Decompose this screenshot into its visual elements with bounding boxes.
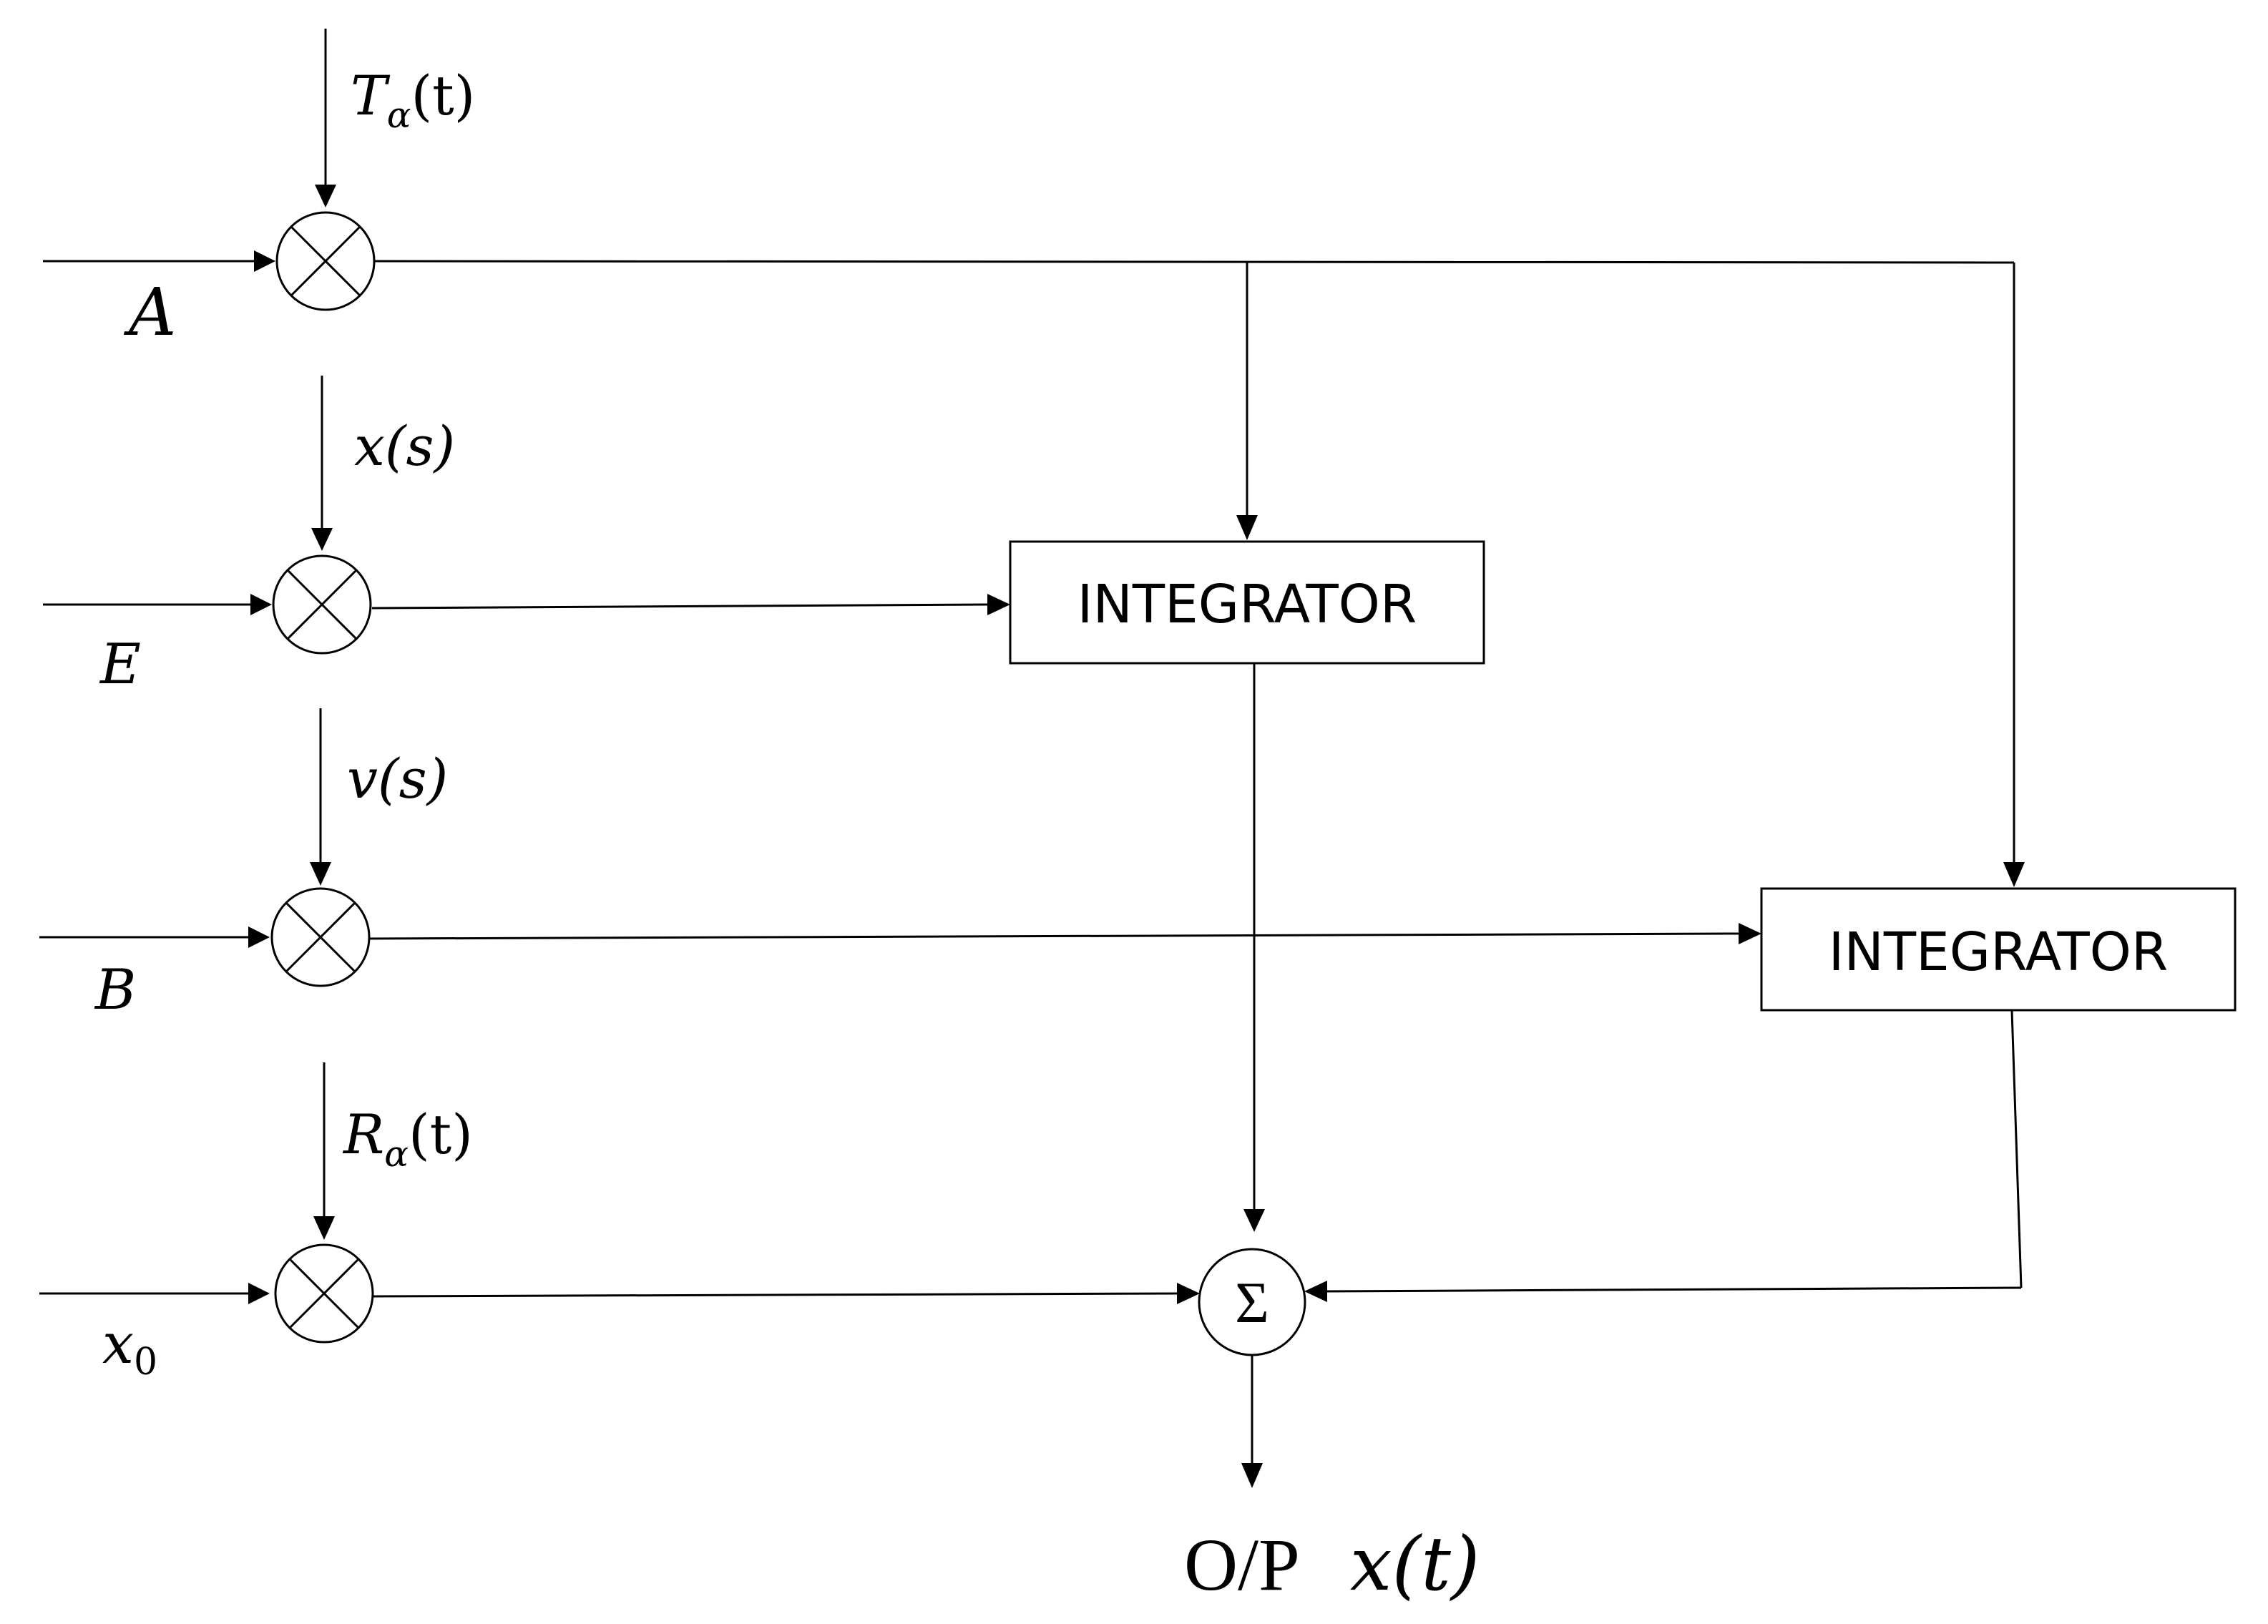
- arrow-mod-T: [315, 185, 336, 207]
- integrator-1: INTEGRATOR: [1009, 540, 1485, 665]
- multiplier-3: [270, 887, 371, 987]
- multiplier-1: [275, 211, 376, 311]
- input-label-A: A: [123, 274, 176, 351]
- integrator-2-label: INTEGRATOR: [1829, 921, 2169, 983]
- integrator-1-label: INTEGRATOR: [1077, 574, 1417, 635]
- arrow-to-int2: [1739, 923, 1761, 944]
- arrow-input-E: [250, 594, 272, 615]
- wire-int2-to-sum: [1326, 1286, 2022, 1293]
- arrow-mult4-to-sum: [1177, 1283, 1200, 1304]
- wire-mult4-to-sum: [372, 1292, 1178, 1298]
- arrow-mod-x: [311, 528, 333, 551]
- input-label-x0: x0: [102, 1312, 157, 1384]
- arrow-output: [1241, 1463, 1263, 1488]
- arrow-input-B: [248, 926, 270, 948]
- summer: Σ: [1198, 1248, 1306, 1356]
- arrow-input-A: [254, 250, 275, 272]
- arrow-mod-v: [310, 862, 331, 886]
- arrow-to-int1: [987, 594, 1010, 615]
- mod-label-x-s: x(s): [354, 414, 455, 478]
- input-label-E: E: [99, 632, 141, 697]
- arrow-drop-int2: [2003, 862, 2025, 887]
- summer-label: Σ: [1235, 1270, 1269, 1335]
- wire-bus-top: [373, 260, 2015, 264]
- mod-label-T: Tα(t): [351, 64, 475, 136]
- wire-mult3-to-int2: [368, 932, 1739, 940]
- arrow-mod-R: [313, 1216, 335, 1240]
- arrow-drop-int1: [1236, 515, 1258, 540]
- mod-label-v-s: v(s): [347, 747, 448, 811]
- wire-mult2-to-int1: [371, 603, 988, 610]
- input-label-B: B: [94, 958, 136, 1022]
- mod-label-R: Rα(t): [342, 1102, 473, 1175]
- arrow-int2-to-sum: [1304, 1281, 1327, 1302]
- wire-int2-down: [2010, 1009, 2023, 1288]
- arrow-int1-to-sum: [1243, 1209, 1265, 1232]
- integrator-2: INTEGRATOR: [1760, 887, 2237, 1012]
- multiplier-4: [274, 1243, 374, 1344]
- multiplier-2: [272, 554, 372, 655]
- arrow-input-x0: [248, 1283, 270, 1304]
